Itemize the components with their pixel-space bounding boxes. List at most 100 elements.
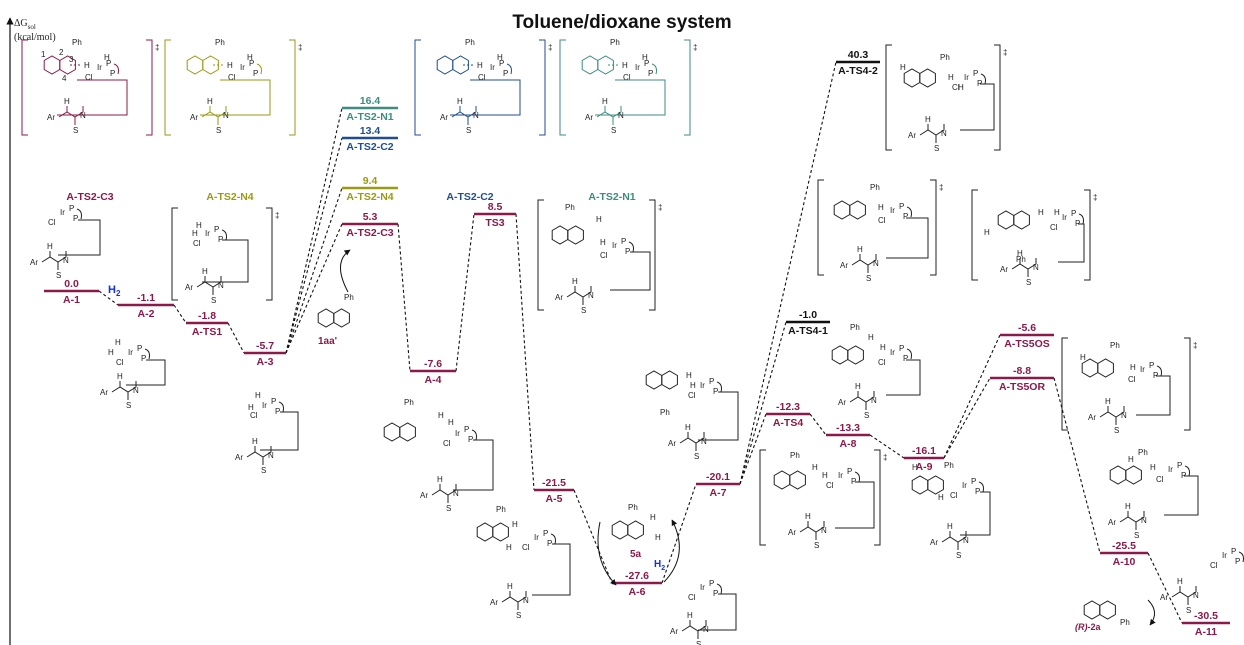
mol-n-text: N xyxy=(1121,411,1127,420)
level-value-a-3: -5.7 xyxy=(256,340,274,352)
mol-p-text: P xyxy=(713,589,718,598)
mol-cl-text: Cl xyxy=(950,491,958,500)
mol-p-text: P xyxy=(903,354,908,363)
mol-ir-text: Ir xyxy=(635,63,640,72)
mol-num3-text: 3 xyxy=(69,55,74,64)
mol-ar-text: Ar xyxy=(840,261,848,270)
level-value-a-ts2-c2: 13.4 xyxy=(360,125,381,137)
mol-cl-text: Cl xyxy=(522,543,530,552)
connector-a-ts4-a-8 xyxy=(809,413,827,436)
mol-ar-text: Ar xyxy=(185,283,193,292)
energy-levels: 0.0A-1-1.1A-2-1.8A-TS1-5.7A-316.4A-TS2-N… xyxy=(44,49,1230,638)
mol-h-text: H xyxy=(1080,353,1086,362)
mol-ir-text: Ir xyxy=(612,241,617,250)
mol-h-text: H xyxy=(117,372,123,381)
connector-a-9-a-ts5or xyxy=(943,377,991,459)
mol-p-text: P xyxy=(899,202,904,211)
mol-ar-text: Ar xyxy=(585,113,593,122)
structure-label-ts2-n4: A-TS2-N4 xyxy=(206,191,253,203)
mol-s-text: S xyxy=(211,296,216,305)
mol-cl-text: Cl xyxy=(116,358,124,367)
level-value-a-4: -7.6 xyxy=(424,358,442,370)
mol-n-text: N xyxy=(473,111,479,120)
mol-h-text: H xyxy=(227,61,233,70)
mol-h-text: H xyxy=(252,437,258,446)
level-value-a-5: -21.5 xyxy=(542,477,566,489)
mol-n-text: N xyxy=(703,625,709,634)
mol-h-text: H xyxy=(687,611,693,620)
intermediate-label: 5a xyxy=(630,549,642,560)
mol-ph-text: Ph xyxy=(1016,255,1026,264)
mol-p-text: P xyxy=(625,247,630,256)
mol-ar-text: Ar xyxy=(668,439,676,448)
mol-dagger-text: ‡ xyxy=(548,43,552,52)
level-value-a-2: -1.1 xyxy=(137,292,155,304)
mol-dagger-text: ‡ xyxy=(298,43,302,52)
mol-dagger-text: ‡ xyxy=(658,203,662,212)
mol-s-text: S xyxy=(216,126,221,135)
mol-p-text: P xyxy=(253,69,258,78)
mol-h-text: H xyxy=(938,493,944,502)
mol-num2-text: 2 xyxy=(59,48,64,57)
connector-a-3-a-ts2-n1 xyxy=(285,107,343,354)
connector-a-3-a-ts2-c3 xyxy=(285,223,343,354)
mol-n-text: N xyxy=(268,451,274,460)
level-label-a-ts2-c3: A-TS2-C3 xyxy=(346,227,393,239)
mol-dagger-text: ‡ xyxy=(883,453,887,462)
mol-dagger-text: ‡ xyxy=(939,183,943,192)
mol-p-text: P xyxy=(899,344,904,353)
mol-p-text: P xyxy=(847,467,852,476)
mol-ir-text: Ir xyxy=(838,471,843,480)
mol-ph-text: Ph xyxy=(628,503,638,512)
mol-p-text: P xyxy=(1177,461,1182,470)
curved-arrow-a5-left xyxy=(597,521,617,586)
mol-cl-text: Cl xyxy=(1210,561,1218,570)
level-label-a-ts2-c2: A-TS2-C2 xyxy=(346,141,393,153)
mol-p-text: P xyxy=(137,344,142,353)
mol-h-text: H xyxy=(622,61,628,70)
mol-ph-text: Ph xyxy=(944,461,954,470)
mol-ir-text: Ir xyxy=(534,533,539,542)
connector-a-8-a-9 xyxy=(869,434,905,459)
mol-h-text: H xyxy=(822,471,828,480)
mol-ar-text: Ar xyxy=(1108,518,1116,527)
structure-substrate: Ph xyxy=(317,293,354,328)
mol-p-text: P xyxy=(73,214,78,223)
mol-dagger-text: ‡ xyxy=(275,211,279,220)
mol-cl-text: Cl xyxy=(1128,375,1136,384)
mol-n-text: N xyxy=(453,489,459,498)
mol-s-text: S xyxy=(466,126,471,135)
mol-p-text: P xyxy=(1181,471,1186,480)
mol-p-text: P xyxy=(499,59,504,68)
mol-ir-text: Ir xyxy=(962,481,967,490)
mol-h-text: H xyxy=(477,61,483,70)
level-value-a-11: -30.5 xyxy=(1194,610,1218,622)
mol-ph-text: Ph xyxy=(870,183,880,192)
connector-a-1-a-2 xyxy=(98,290,119,306)
connector-a-5-a-6 xyxy=(573,489,613,584)
mol-s-text: S xyxy=(581,306,586,315)
mol-ir-text: Ir xyxy=(60,208,65,217)
mol-s-text: S xyxy=(956,551,961,560)
structure-label-ts2-c2: A-TS2-C2 xyxy=(446,191,493,203)
level-label-a-ts4: A-TS4 xyxy=(773,417,803,429)
connector-a-7-a-ts4-1 xyxy=(739,321,787,485)
mol-ir-text: Ir xyxy=(964,73,969,82)
curved-arrow-product xyxy=(1147,599,1156,626)
h2-label: H2 xyxy=(108,284,121,298)
level-value-a-ts5os: -5.6 xyxy=(1018,322,1036,334)
mol-ar-text: Ar xyxy=(490,598,498,607)
mol-p-text: P xyxy=(141,354,146,363)
mol-ir-text: Ir xyxy=(490,63,495,72)
mol-ar-text: Ar xyxy=(100,388,108,397)
y-axis-label: ΔGsol xyxy=(14,18,36,31)
mol-p-text: P xyxy=(1231,547,1236,556)
mol-ph-text: Ph xyxy=(790,451,800,460)
mol-s-text: S xyxy=(446,504,451,513)
h2-label-2: H2 xyxy=(654,559,665,572)
